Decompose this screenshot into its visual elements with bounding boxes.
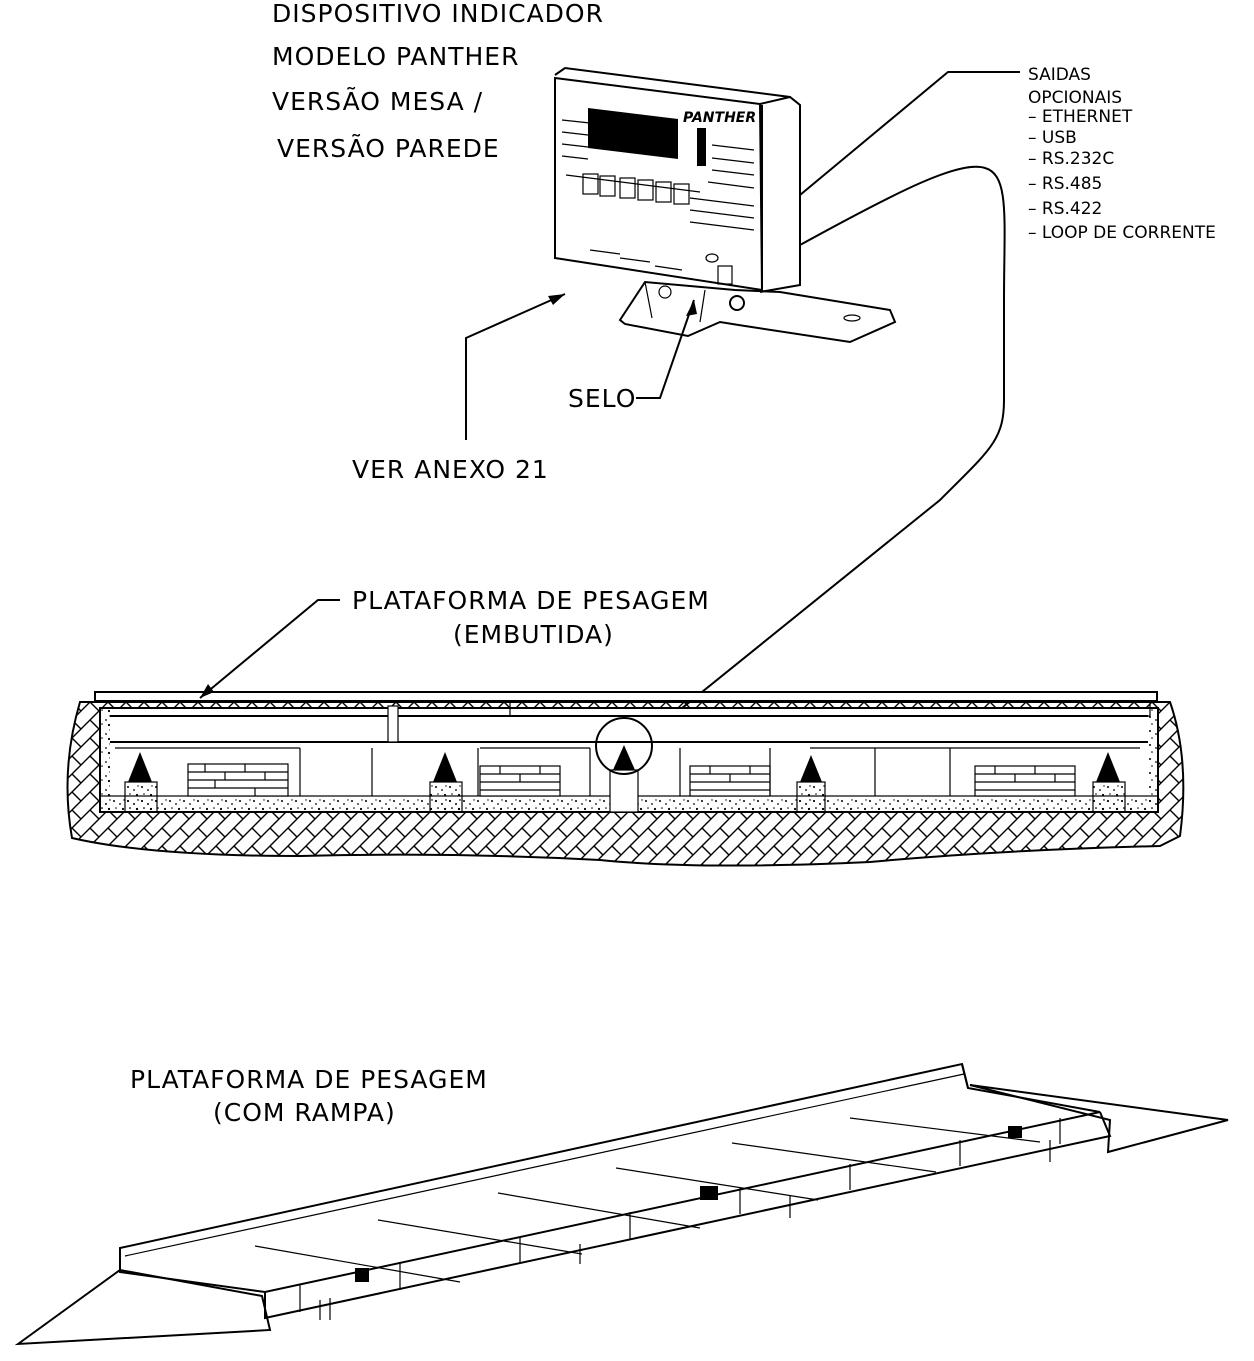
indicator-title-line-4: VERSÃO PAREDE (277, 133, 500, 163)
output-item-rs422: – RS.422 (1028, 199, 1102, 219)
ramp-platform-subtitle: (COM RAMPA) (213, 1098, 396, 1127)
annex-label: VER ANEXO 21 (352, 455, 549, 484)
indicator-title-line-1: DISPOSITIVO INDICADOR (272, 0, 604, 28)
right-ramp (969, 1084, 1229, 1154)
brand-logo: PANTHER (683, 110, 756, 126)
panther-indicator-device: PANTHER (554, 66, 897, 344)
outputs-leader-line (799, 71, 1020, 196)
embedded-platform-subtitle: (EMBUTIDA) (453, 620, 614, 649)
keypad (582, 173, 690, 205)
platform-deck (94, 691, 1158, 702)
indicator-title-line-2: MODELO PANTHER (272, 42, 519, 71)
seal-label: SELO (568, 384, 636, 413)
status-indicator (697, 128, 706, 166)
detail-circle (595, 717, 653, 775)
output-item-current-loop: – LOOP DE CORRENTE (1028, 223, 1216, 243)
output-item-ethernet: – ETHERNET (1028, 107, 1133, 127)
embedded-platform-section (66, 691, 1185, 867)
annex-leader-line (465, 293, 566, 440)
indicator-title-line-3: VERSÃO MESA / (272, 86, 483, 116)
output-item-rs232c: – RS.232C (1028, 149, 1114, 169)
ramp-platform-perspective (14, 1062, 1229, 1346)
output-item-rs485: – RS.485 (1028, 174, 1102, 194)
embedded-platform-title: PLATAFORMA DE PESAGEM (352, 586, 710, 615)
signal-cable (639, 165, 1006, 743)
left-ramp (14, 1268, 272, 1346)
weight-display (588, 108, 678, 160)
output-item-usb: – USB (1028, 128, 1077, 148)
ramp-platform-title: PLATAFORMA DE PESAGEM (130, 1065, 488, 1094)
embedded-platform-leader (199, 599, 340, 699)
seal-leader-line (636, 299, 695, 399)
outputs-heading-1: SAIDAS (1028, 65, 1091, 85)
outputs-heading-2: OPCIONAIS (1028, 88, 1122, 108)
